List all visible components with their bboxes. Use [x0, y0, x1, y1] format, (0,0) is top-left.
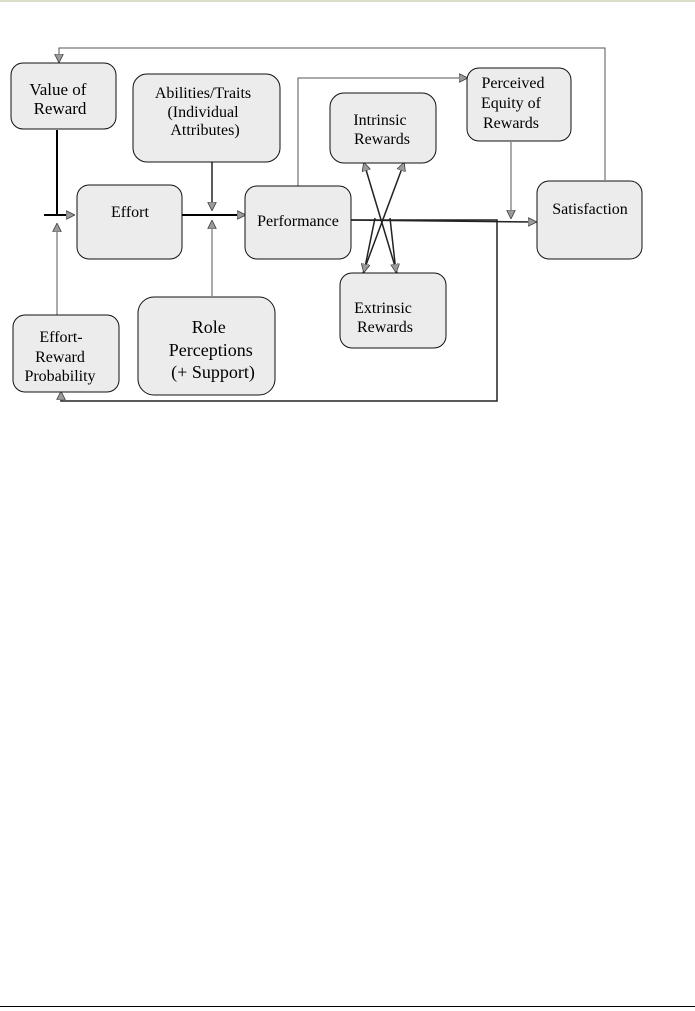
abilities-line-2: (Individual [167, 104, 239, 121]
svg-text:Extrinsic Rewards: Extrinsic Rewards [354, 300, 416, 336]
equity-line-3: Rewards [483, 115, 539, 132]
svg-text:Intrinsic Rewards: Intrinsic Rewards [353, 112, 410, 148]
svg-text:Effort: Effort [111, 204, 149, 221]
role-line-1: Role [192, 317, 226, 337]
extrinsic-line-1: Extrinsic [354, 300, 412, 317]
extrinsic-line-2: Rewards [357, 319, 413, 336]
svg-text:Value of Reward: Value of Reward [29, 80, 90, 118]
node-extrinsic-rewards: Extrinsic Rewards [339, 272, 447, 349]
node-effort: Effort [76, 184, 183, 260]
role-line-2: Perceptions [169, 340, 253, 360]
probability-line-3: Probability [24, 368, 95, 385]
node-role-perceptions: Role Perceptions (+ Support) [137, 296, 276, 396]
top-rule [0, 0, 695, 2]
node-satisfaction: Satisfaction [536, 180, 643, 260]
cross-to-intrinsic-left [364, 163, 398, 274]
value-of-reward-line-2: Reward [34, 99, 87, 118]
equity-line-1: Perceived [481, 75, 544, 92]
probability-line-2: Reward [35, 349, 85, 366]
svg-text:Performance: Performance [257, 213, 339, 230]
performance-to-probability-connector [61, 219, 498, 402]
value-of-reward-line-1: Value of [29, 80, 86, 99]
equity-line-2: Equity of [481, 95, 542, 112]
cross-to-intrinsic-right [362, 163, 404, 274]
abilities-line-3: Attributes) [170, 122, 239, 139]
node-perceived-equity: Perceived Equity of Rewards [466, 67, 572, 142]
node-value-of-reward: Value of Reward [10, 62, 117, 130]
node-effort-reward-probability: Effort- Reward Probability [12, 314, 120, 393]
role-line-3: (+ Support) [171, 362, 255, 383]
node-performance: Performance [244, 185, 352, 260]
svg-text:Perceived Equity of: Perceived Equity of Rewards [481, 75, 549, 132]
intrinsic-line-2: Rewards [354, 131, 410, 148]
performance-label: Performance [257, 213, 339, 230]
satisfaction-to-value-connector [59, 47, 606, 180]
satisfaction-label: Satisfaction [552, 201, 628, 218]
abilities-line-1: Abilities/Traits [155, 85, 251, 102]
cross-to-extrinsic-left [364, 217, 376, 272]
bottom-rule [0, 1006, 695, 1007]
intrinsic-line-1: Intrinsic [353, 112, 406, 129]
cross-to-extrinsic-right [389, 217, 396, 272]
effort-label: Effort [111, 204, 149, 221]
svg-text:Satisfaction: Satisfaction [552, 201, 628, 218]
svg-text:Role Perceptions (: Role Perceptions (+ Support) [169, 317, 257, 383]
svg-text:Abilities/Traits (Indivi: Abilities/Traits (Individual Attributes) [155, 85, 255, 139]
performance-to-equity-connector [297, 78, 467, 186]
probability-line-1: Effort- [39, 329, 82, 346]
svg-text:Effort- Reward Pro: Effort- Reward Probability [24, 329, 95, 385]
node-intrinsic-rewards: Intrinsic Rewards [329, 92, 437, 164]
node-abilities-traits: Abilities/Traits (Individual Attributes) [132, 73, 281, 163]
